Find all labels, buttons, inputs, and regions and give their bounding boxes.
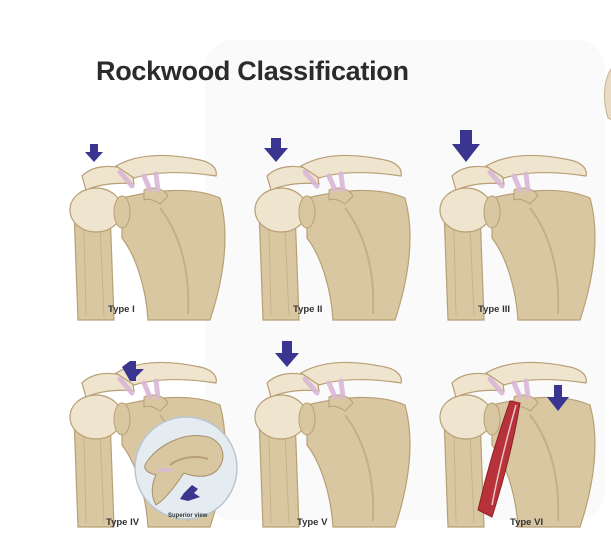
figure-title: Rockwood Classification xyxy=(96,56,409,86)
glenoid xyxy=(113,195,131,229)
humerus-shading xyxy=(453,432,475,524)
type-label: Type V xyxy=(297,517,328,528)
type-label: Type IV xyxy=(106,517,140,528)
shoulder-illustration xyxy=(69,361,238,528)
glenoid xyxy=(483,195,501,229)
ligaments xyxy=(302,169,346,193)
medium-arrow-icon xyxy=(264,138,288,162)
scapula xyxy=(306,189,411,321)
glenoid xyxy=(298,402,316,436)
clavicle xyxy=(114,361,217,386)
posterior-arrow-icon xyxy=(122,361,144,381)
humerus-shading xyxy=(83,432,105,524)
glenoid xyxy=(298,195,316,229)
medium-arrow-icon xyxy=(275,341,299,367)
panel-type-2: Type II xyxy=(245,138,420,323)
shoulder-illustration xyxy=(254,341,411,528)
scapula xyxy=(306,396,411,528)
panel-type-6: Type VI xyxy=(430,345,605,530)
large-arrow-icon xyxy=(452,130,480,162)
type-label: Type I xyxy=(108,304,135,315)
humerus-shading xyxy=(453,225,475,317)
ligaments xyxy=(117,376,161,400)
shoulder-illustration xyxy=(254,138,411,321)
glenoid xyxy=(113,402,131,436)
panel-type-5: Type V xyxy=(245,341,420,530)
inferior-arrow-icon xyxy=(547,385,569,411)
clavicle xyxy=(484,154,587,179)
panel-type-1: Type I xyxy=(60,138,235,323)
panel-type-4: Type IV Superior view xyxy=(60,345,238,530)
muscle-tendon xyxy=(477,400,521,518)
scapula-ridge xyxy=(344,414,375,522)
panel-type-3: Type III xyxy=(430,130,605,323)
humerus-shading xyxy=(268,225,290,317)
humerus-shading xyxy=(83,225,105,317)
type-label: Type III xyxy=(478,304,511,315)
shoulder-illustration xyxy=(69,144,226,321)
glenoid xyxy=(483,402,501,436)
inset-label: Superior view xyxy=(168,513,208,519)
scapula-ridge xyxy=(529,207,560,315)
clavicle xyxy=(299,154,402,179)
type-label: Type II xyxy=(293,304,323,315)
ligaments xyxy=(117,169,161,193)
superior-view-inset xyxy=(134,416,238,520)
shoulder-illustration xyxy=(439,361,596,528)
scapula-ridge xyxy=(529,414,560,522)
scapula-ridge xyxy=(344,207,375,315)
clavicle xyxy=(299,361,402,386)
scapula xyxy=(121,189,226,321)
scapula xyxy=(491,396,596,528)
ligaments xyxy=(487,169,531,193)
type-label: Type VI xyxy=(510,517,544,528)
shoulder-illustration xyxy=(439,130,596,321)
small-arrow-icon xyxy=(85,144,103,162)
cropped-graphic-edge xyxy=(598,68,611,128)
ligaments xyxy=(302,376,346,400)
clavicle xyxy=(484,361,587,386)
scapula-ridge xyxy=(159,207,190,315)
ligaments xyxy=(487,376,531,400)
clavicle xyxy=(114,154,217,179)
scapula xyxy=(491,189,596,321)
humerus-shading xyxy=(268,432,290,524)
